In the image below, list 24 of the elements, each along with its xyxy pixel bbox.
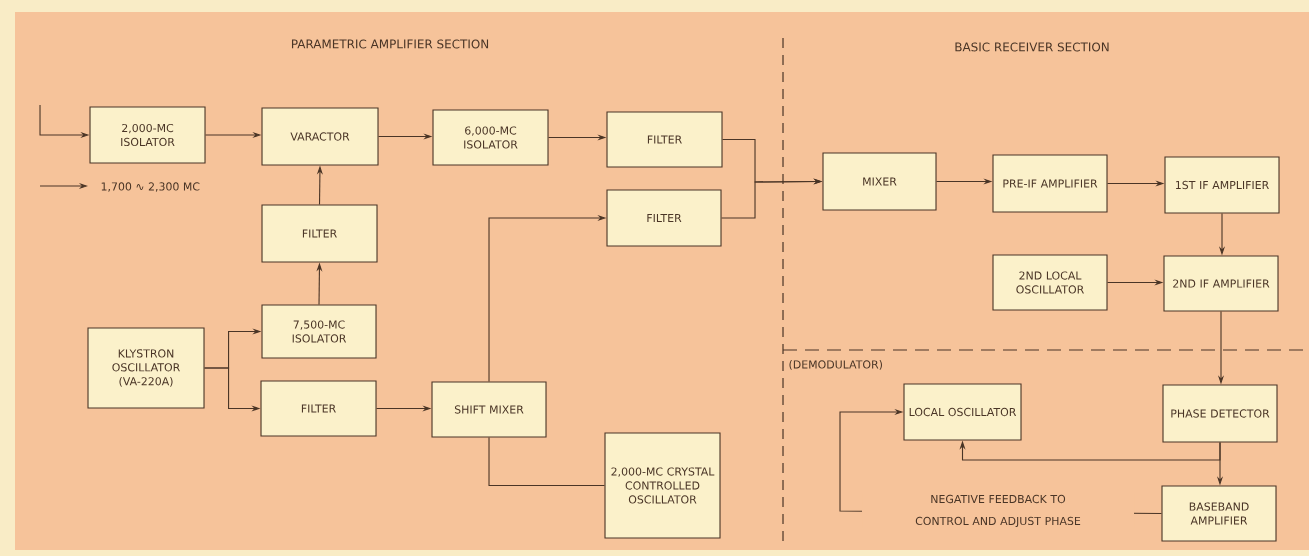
block-box: 2ND IF AMPLIFIER: [1163, 255, 1279, 312]
block-box: KLYSTRON OSCILLATOR (VA-220A): [87, 327, 205, 409]
block-box: FILTER: [261, 204, 378, 263]
block-box: FILTER: [260, 380, 377, 437]
block-box: 2ND LOCAL OSCILLATOR: [992, 254, 1108, 311]
block-box: VARACTOR: [261, 107, 379, 166]
block-box: 7,500-MC ISOLATOR: [261, 304, 377, 359]
block-box: FILTER: [606, 189, 722, 247]
block-box: 2,000-MC CRYSTAL CONTROLLED OSCILLATOR: [604, 432, 721, 539]
block-box: FILTER: [606, 111, 723, 168]
section-title: BASIC RECEIVER SECTION: [955, 42, 1109, 52]
block-box: 1ST IF AMPLIFIER: [1164, 156, 1280, 214]
section-title: PARAMETRIC AMPLIFIER SECTION: [292, 39, 489, 49]
section-label: (DEMODULATOR): [789, 360, 882, 370]
block-box: LOCAL OSCILLATOR: [903, 383, 1022, 441]
block-box: PRE-IF AMPLIFIER: [992, 154, 1108, 213]
block-box: PHASE DETECTOR: [1162, 384, 1278, 443]
block-box: SHIFT MIXER: [431, 381, 547, 438]
block-box: MIXER: [822, 152, 937, 211]
edge-label: NEGATIVE FEEDBACK TO CONTROL AND ADJUST PHASE: [862, 493, 1134, 529]
block-box: 2,000-MC ISOLATOR: [89, 106, 206, 164]
block-box: 6,000-MC ISOLATOR: [432, 109, 549, 166]
frequency-label: 1,700 ∿ 2,300 MC: [101, 182, 200, 192]
block-box: BASEBAND AMPLIFIER: [1161, 485, 1277, 542]
